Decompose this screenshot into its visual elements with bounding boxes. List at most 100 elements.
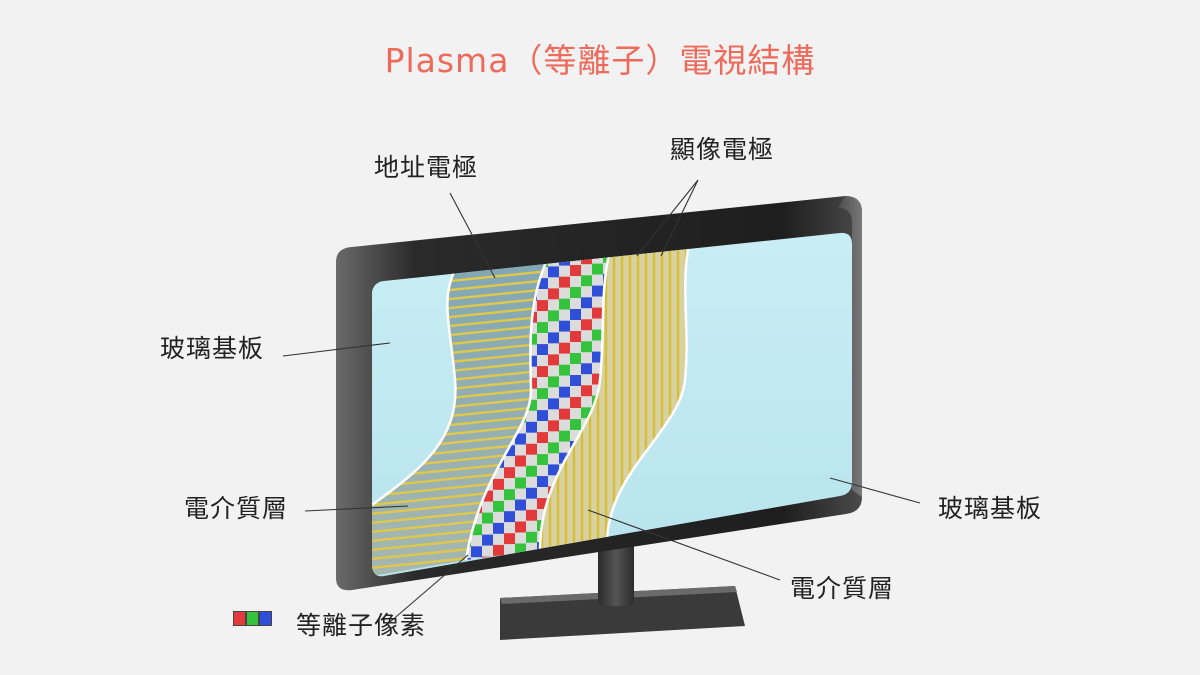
label-dielectric-right: 電介質層	[790, 574, 895, 603]
plasma-pixel-cell	[526, 498, 537, 510]
plasma-pixel-cell	[548, 332, 559, 344]
plasma-pixel-cell	[570, 342, 581, 353]
plasma-pixel-cell	[548, 354, 559, 366]
plasma-pixel-cell	[537, 443, 548, 455]
plasma-pixel-cell	[466, 558, 471, 560]
plasma-pixel-cell	[592, 263, 603, 275]
legend-blue-cell	[259, 611, 272, 626]
plasma-pixel-cell	[570, 298, 581, 309]
legend-green-cell	[246, 611, 259, 626]
plasma-pixel-cell	[526, 509, 537, 521]
plasma-pixel-cell	[537, 388, 548, 400]
plasma-pixel-cell	[570, 584, 581, 595]
plasma-pixel-cell	[548, 475, 559, 487]
plasma-pixel-cell	[581, 297, 592, 309]
plasma-pixel-cell	[548, 431, 559, 443]
plasma-pixel-cell	[493, 522, 504, 534]
plasma-pixel-cell	[592, 274, 603, 286]
plasma-pixel-cell	[515, 521, 526, 533]
plasma-pixel-cell	[548, 299, 559, 311]
plasma-pixel-cell	[471, 535, 482, 547]
plasma-pixel-cell	[548, 266, 559, 278]
plasma-pixel-cell	[482, 523, 493, 535]
plasma-pixel-cell	[548, 398, 559, 410]
page-title: Plasma（等離子）電視結構	[384, 41, 816, 80]
leader-lines	[282, 179, 921, 623]
plasma-pixel-cell	[570, 408, 581, 419]
plasma-pixel-cell	[570, 353, 581, 364]
plasma-pixel-cell	[537, 498, 548, 510]
plasma-pixel-cell	[570, 331, 581, 342]
plasma-pixel-cell	[526, 454, 537, 466]
plasma-pixel-cell	[581, 363, 592, 375]
plasma-pixel-cell	[537, 432, 548, 444]
plasma-pixel-cell	[559, 364, 570, 376]
plasma-pixel-cell	[592, 373, 603, 385]
plasma-pixel-cell	[537, 377, 548, 389]
plasma-pixel-cell	[559, 430, 570, 442]
plasma-pixel-cell	[581, 264, 592, 276]
plasma-pixel-cell	[482, 545, 493, 557]
plasma-pixel-cell	[592, 351, 603, 363]
plasma-pixel-cell	[581, 352, 592, 364]
plasma-pixel-cell	[570, 573, 581, 584]
plasma-pixel-cell	[559, 408, 570, 420]
plasma-pixel-cell	[537, 476, 548, 488]
plasma-pixel-cell	[537, 278, 548, 290]
plasma-pixel-cell	[581, 286, 592, 298]
plasma-pixel-cell	[515, 466, 526, 478]
plasma-pixel-cell	[581, 396, 592, 408]
plasma-pixel-cell	[592, 329, 603, 341]
plasma-pixel-cell	[537, 399, 548, 411]
plasma-pixel-cell	[526, 565, 537, 576]
plasma-pixel-cell	[515, 543, 526, 555]
plasma-pixel-cell	[504, 511, 515, 523]
plasma-pixel-cell	[515, 477, 526, 489]
plasma-pixel-cell	[570, 287, 581, 298]
plasma-pixel-cell	[482, 534, 493, 546]
plasma-pixel-cell	[548, 442, 559, 454]
plasma-pixel-cell	[570, 386, 581, 397]
plasma-pixel-cell	[482, 590, 493, 601]
plasma-pixel-cell	[471, 524, 482, 536]
plasma-pixel-cell	[570, 419, 581, 430]
plasma-pixel-cell	[570, 364, 581, 375]
plasma-pixel-cell	[548, 343, 559, 355]
plasma-pixel-cell	[515, 455, 526, 467]
plasma-pixel-cell	[526, 432, 537, 444]
pixel-legend-swatch	[233, 611, 272, 626]
plasma-pixel-cell	[526, 520, 537, 532]
plasma-pixel-cell	[504, 522, 515, 534]
plasma-pixel-cell	[515, 566, 526, 577]
plasma-pixel-cell	[482, 512, 493, 524]
plasma-pixel-cell	[504, 577, 515, 588]
plasma-pixel-cell	[537, 465, 548, 477]
plasma-pixel-cell	[537, 586, 548, 597]
plasma-pixel-cell	[592, 318, 603, 330]
plasma-pixel-cell	[559, 298, 570, 310]
plasma-pixel-cell	[548, 277, 559, 289]
plasma-pixel-cell	[493, 544, 504, 556]
plasma-pixel-cell	[559, 375, 570, 387]
plasma-pixel-cell	[570, 265, 581, 276]
plasma-pixel-cell	[537, 355, 548, 367]
plasma-pixel-cell	[493, 467, 504, 479]
plasma-pixel-cell	[548, 409, 559, 421]
plasma-pixel-cell	[526, 410, 537, 422]
plasma-pixel-cell	[482, 501, 493, 513]
plasma-pixel-cell	[559, 287, 570, 299]
plasma-pixel-cell	[526, 399, 537, 411]
plasma-pixel-cell	[504, 489, 515, 501]
plasma-pixel-cell	[526, 487, 537, 499]
plasma-pixel-cell	[570, 562, 581, 573]
plasma-pixel-cell	[537, 289, 548, 301]
plasma-pixel-cell	[559, 353, 570, 365]
legend-red-cell	[233, 611, 246, 626]
plasma-pixel-cell	[559, 452, 570, 464]
plasma-pixel-cell	[515, 499, 526, 511]
plasma-pixel-cell	[504, 467, 515, 479]
plasma-pixel-cell	[504, 566, 515, 577]
plasma-pixel-cell	[559, 276, 570, 288]
plasma-pixel-cell	[581, 374, 592, 386]
